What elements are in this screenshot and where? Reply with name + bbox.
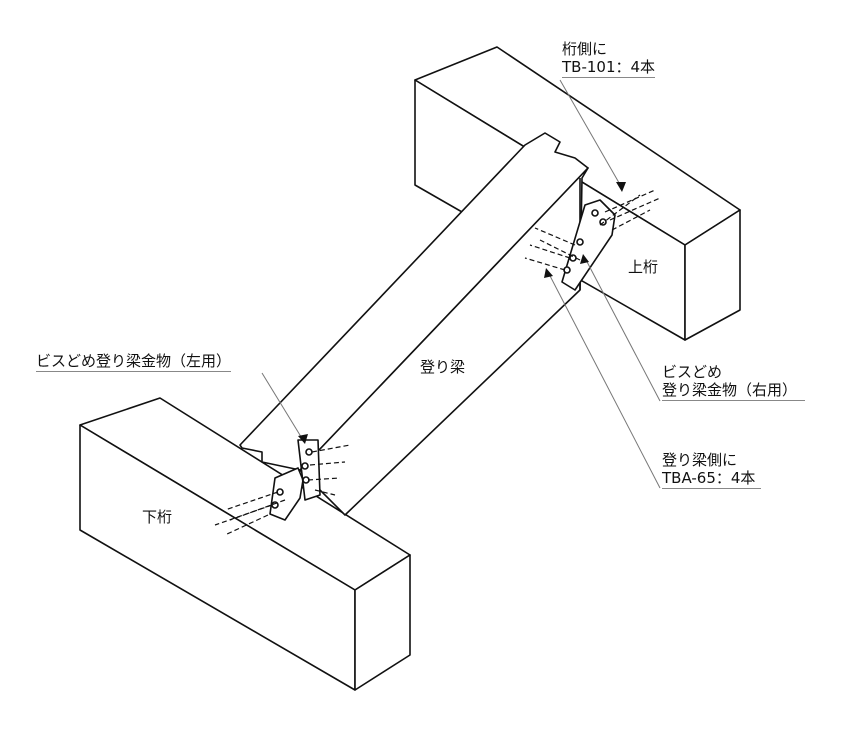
upper-screw-label: 桁側に TB-101：4本 [562,40,656,78]
lower-beam-label: 下桁 [142,508,173,526]
upper-screw-label-line2: TB-101：4本 [562,58,656,76]
rafter-label: 登り梁 [420,358,466,376]
leader-lines [261,79,661,489]
rafter-beam [239,132,589,516]
upper-beam-label: 上桁 [628,258,659,276]
rafter-screw-label-line2: TBA-65：4本 [662,469,756,487]
left-hardware-label: ビスどめ登り梁金物（左用） [36,352,232,372]
lower-beam [79,397,411,691]
left-hardware [269,439,321,521]
leader-arrows [298,182,626,444]
screws [214,189,661,536]
rafter-screw-label: 登り梁側に TBA-65：4本 [662,451,762,489]
upper-screw-label-line1: 桁側に [562,40,608,58]
right-hardware-label-line2: 登り梁金物（右用） [662,381,798,399]
rafter-screw-label-line1: 登り梁側に [662,451,738,469]
right-hardware-label: ビスどめ 登り梁金物（右用） [662,363,806,401]
right-hardware-label-line1: ビスどめ [662,363,723,381]
